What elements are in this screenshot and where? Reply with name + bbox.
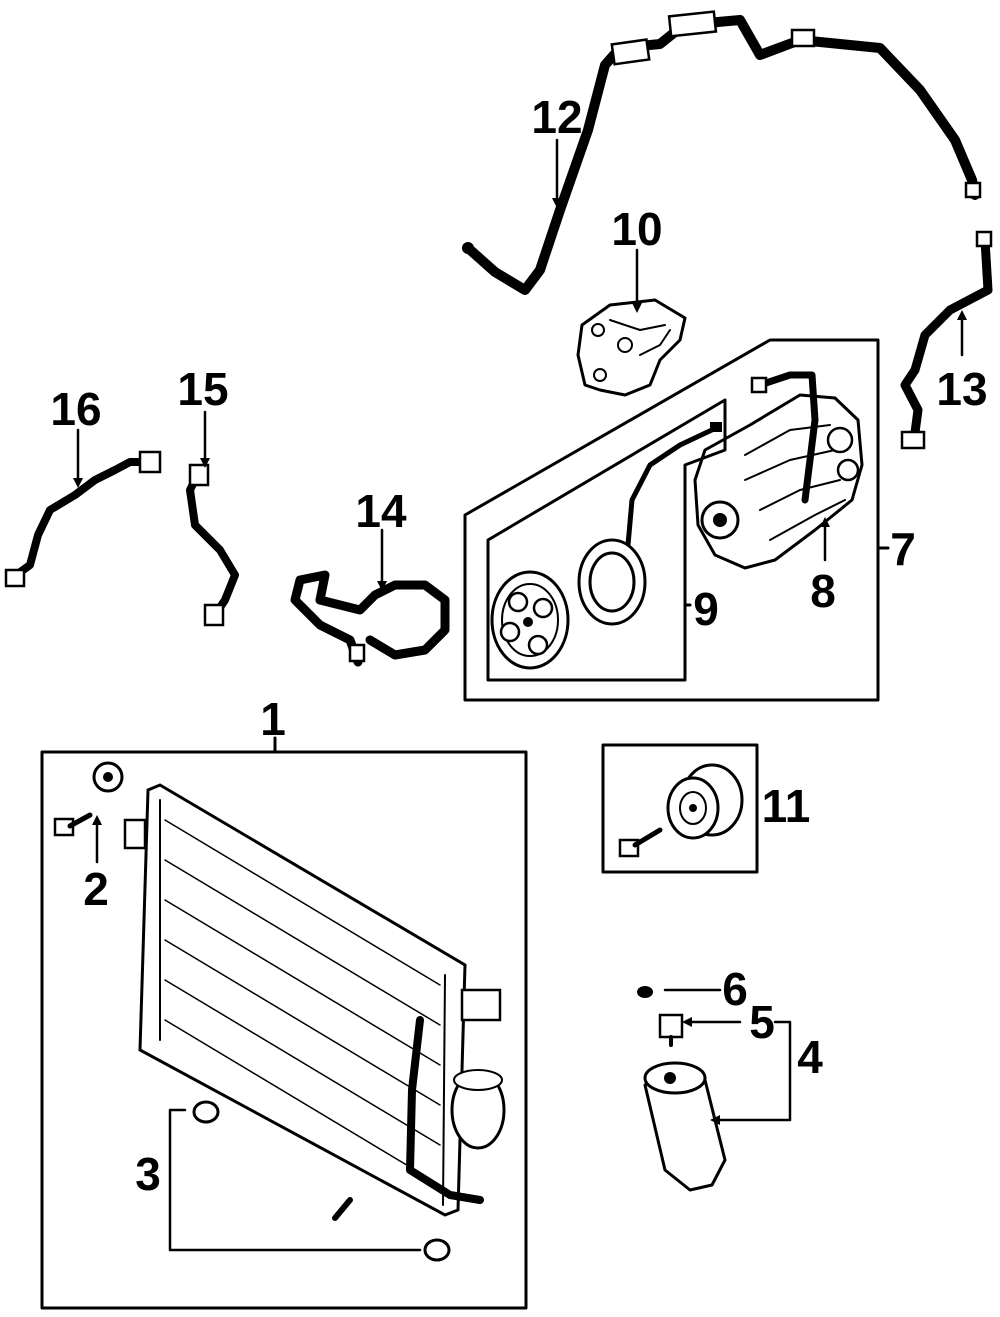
callout-5: 5 — [749, 996, 775, 1048]
suction-hose-14 — [290, 570, 450, 667]
idler-pulley-box — [601, 743, 759, 874]
compressor-8 — [693, 371, 864, 570]
condenser-1 — [123, 783, 506, 1217]
clutch-hub-plate — [490, 570, 570, 670]
callout-16: 16 — [50, 383, 101, 435]
hose-15 — [186, 463, 239, 627]
condenser-group-box — [40, 736, 528, 1310]
callout-7: 7 — [890, 523, 916, 575]
clutch-subgroup-box — [486, 398, 727, 682]
callout-15: 15 — [177, 363, 228, 415]
callout-2: 2 — [83, 863, 109, 915]
callout-11: 11 — [762, 780, 811, 832]
leader-lines — [73, 138, 967, 1125]
switch-5 — [658, 1013, 684, 1047]
clutch-lead-wire — [625, 422, 722, 548]
callout-6: 6 — [722, 963, 748, 1015]
hose-16 — [4, 450, 162, 588]
mounts-3 — [168, 1100, 451, 1262]
idler-pulley-11 — [618, 763, 744, 858]
callout-1: 1 — [260, 693, 286, 745]
callout-14: 14 — [355, 485, 407, 537]
bolt-and-grommet-2 — [53, 761, 124, 837]
liquid-line-13 — [900, 230, 993, 450]
callout-8: 8 — [810, 565, 836, 617]
callout-labels: 1 2 3 4 5 6 7 8 9 10 11 12 13 14 15 16 — [50, 91, 987, 1200]
callout-10: 10 — [611, 203, 662, 255]
cap-6 — [637, 986, 653, 998]
discharge-hose-12 — [462, 10, 982, 295]
compressor-bracket-10 — [576, 298, 687, 397]
callout-4: 4 — [797, 1031, 823, 1083]
callout-9: 9 — [693, 583, 719, 635]
callout-13: 13 — [936, 363, 987, 415]
compressor-group-box — [463, 338, 890, 702]
callout-3: 3 — [135, 1148, 161, 1200]
clutch-coil — [577, 538, 647, 626]
accumulator-4 — [643, 1061, 727, 1192]
callout-12: 12 — [531, 91, 582, 143]
